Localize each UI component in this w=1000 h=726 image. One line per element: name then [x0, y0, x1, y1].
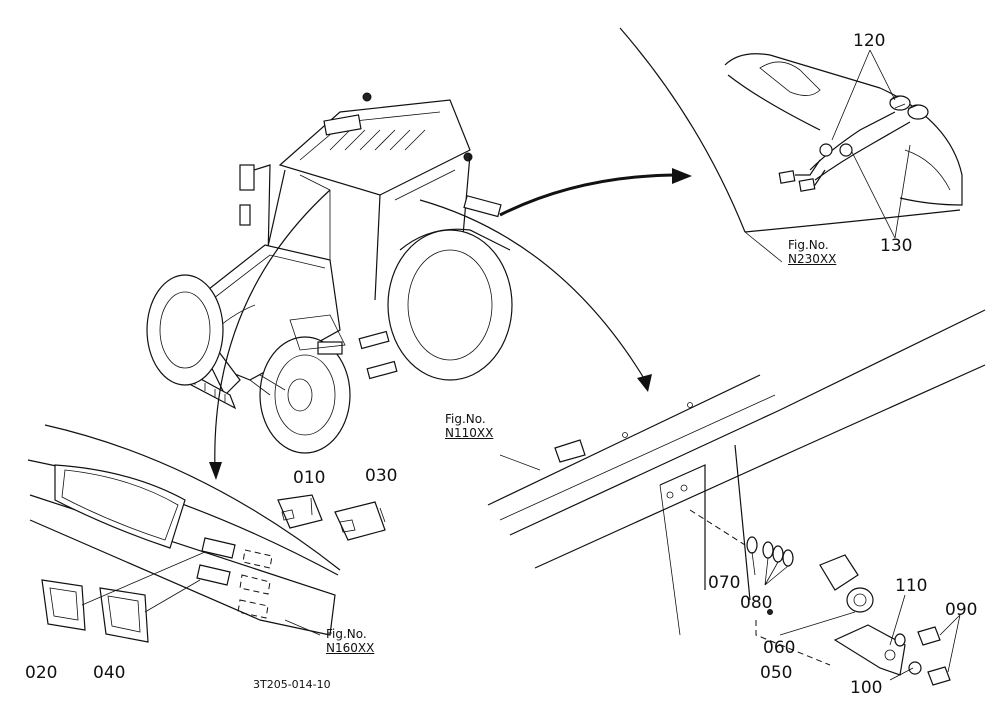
callout-arrows [209, 168, 692, 480]
fig-number: N110XX [445, 426, 494, 440]
switch-panel-inset [27, 424, 386, 643]
part-label-110: 110 [895, 576, 928, 596]
fig-number: N230XX [788, 252, 837, 266]
fig-ref-n230xx: Fig.No. N230XX [788, 238, 836, 266]
part-label-010: 010 [293, 468, 326, 488]
part-label-070: 070 [708, 573, 741, 593]
part-label-030: 030 [365, 466, 398, 486]
part-label-080: 080 [740, 593, 773, 613]
part-label-020: 020 [25, 663, 58, 683]
fig-caption: Fig.No. [326, 627, 367, 641]
fender-lamp-inset [487, 309, 986, 686]
fig-caption: Fig.No. [445, 412, 486, 426]
fig-caption: Fig.No. [788, 238, 829, 252]
part-label-100: 100 [850, 678, 883, 698]
part-label-120: 120 [853, 31, 886, 51]
part-label-060: 060 [763, 638, 796, 658]
part-label-040: 040 [93, 663, 126, 683]
part-label-090: 090 [945, 600, 978, 620]
tractor-illustration [146, 92, 513, 454]
fig-number: N160XX [326, 641, 375, 655]
part-label-050: 050 [760, 663, 793, 683]
fig-ref-n110xx: Fig.No. N110XX [445, 412, 493, 440]
part-label-130: 130 [880, 236, 913, 256]
fig-ref-n160xx: Fig.No. N160XX [326, 627, 374, 655]
drawing-code: 3T205-014-10 [253, 678, 331, 691]
roof-harness-inset [619, 27, 963, 263]
